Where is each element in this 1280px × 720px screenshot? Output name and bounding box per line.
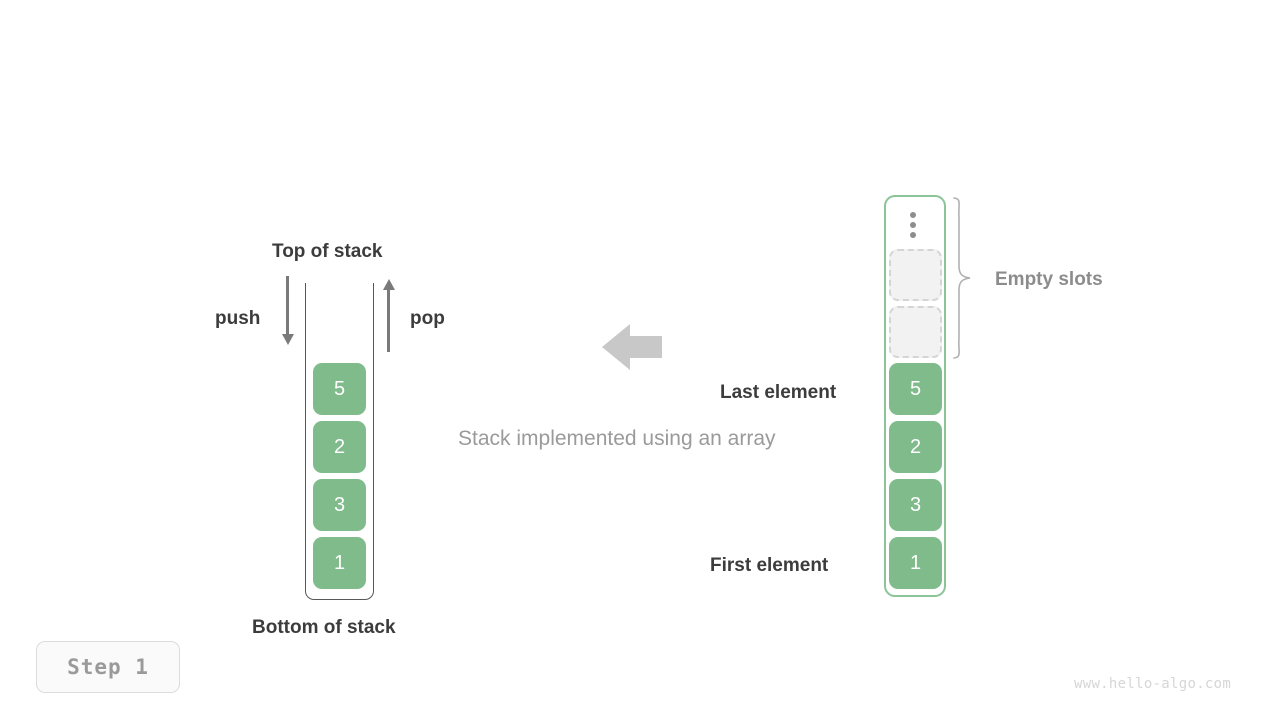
push-arrow-shaft [286, 276, 289, 338]
diagram-caption: Stack implemented using an array [458, 427, 776, 450]
array-element: 3 [889, 479, 942, 531]
pop-arrow-head [382, 279, 395, 290]
empty-slots-label: Empty slots [995, 269, 1103, 290]
array-element: 2 [889, 421, 942, 473]
bottom-of-stack-label: Bottom of stack [252, 617, 396, 638]
stack-element: 5 [313, 363, 366, 415]
array-element-list: 5 2 3 1 [889, 363, 942, 589]
top-of-stack-label: Top of stack [272, 241, 383, 262]
stack-element: 2 [313, 421, 366, 473]
step-badge-label: Step 1 [67, 655, 149, 679]
stack-element: 3 [313, 479, 366, 531]
pop-arrow-shaft [387, 290, 390, 352]
step-badge: Step 1 [36, 641, 180, 693]
array-element: 5 [889, 363, 942, 415]
first-element-label: First element [710, 555, 829, 576]
stack-element: 1 [313, 537, 366, 589]
empty-slots-brace [950, 196, 974, 365]
pop-label: pop [410, 308, 445, 329]
empty-slot [889, 249, 942, 301]
stack-element-list: 5 2 3 1 [313, 363, 366, 589]
push-arrow-head [281, 334, 294, 345]
stack-container [305, 283, 374, 600]
left-arrow-icon [602, 322, 662, 377]
last-element-label: Last element [720, 382, 837, 403]
watermark: www.hello-algo.com [1074, 676, 1232, 692]
empty-slot [889, 306, 942, 358]
push-label: push [215, 308, 261, 329]
vertical-ellipsis-icon [909, 212, 917, 238]
array-element: 1 [889, 537, 942, 589]
